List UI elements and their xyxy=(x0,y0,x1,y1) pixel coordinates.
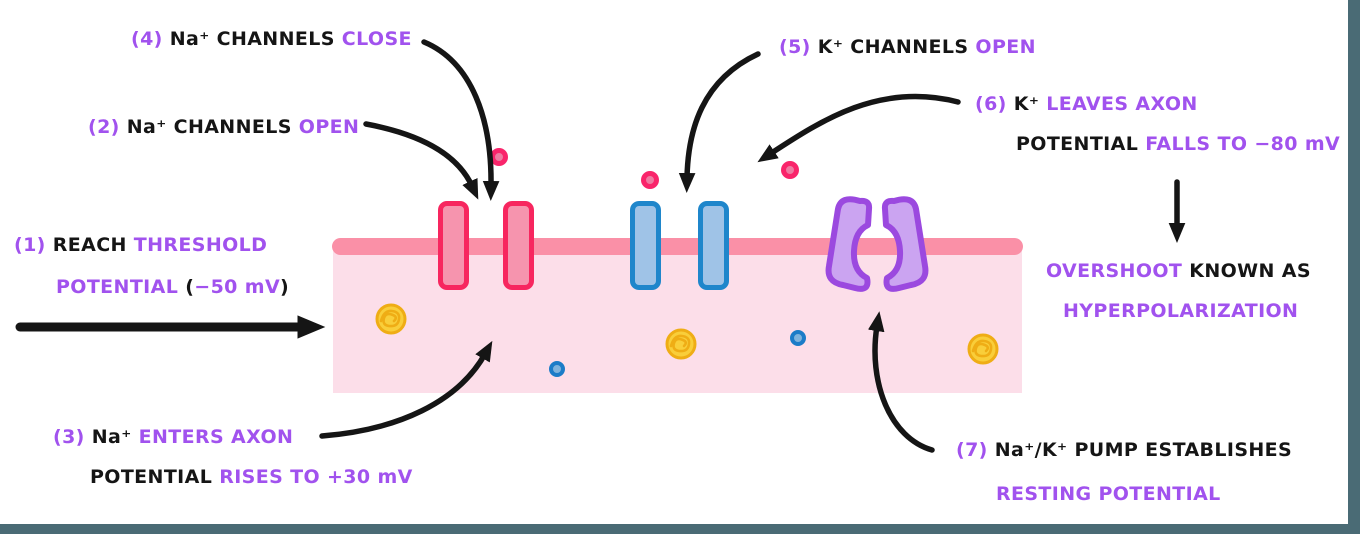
arrow-step6 xyxy=(757,93,961,163)
label-step6-line1: (6) K⁺ LEAVES AXON xyxy=(975,95,1198,114)
label-step7-line2: RESTING POTENTIAL xyxy=(996,485,1221,504)
label-step1-line2-highlight: POTENTIAL xyxy=(56,276,186,298)
label-step1-line1: (1) REACH THRESHOLD xyxy=(14,236,267,255)
label-step7-text: Na⁺/K⁺ PUMP ESTABLISHES xyxy=(994,439,1293,461)
label-step4: (4) Na⁺ CHANNELS CLOSE xyxy=(131,30,412,49)
label-step6-line2: POTENTIAL FALLS TO −80 mV xyxy=(1016,135,1340,154)
protein-icon xyxy=(375,303,407,335)
label-step4-number: (4) xyxy=(131,28,170,50)
arrow-step4 xyxy=(421,39,500,201)
label-step2-number: (2) xyxy=(88,116,127,138)
sodium-channel-icon xyxy=(503,201,534,290)
label-hyperpolarization: HYPERPOLARIZATION xyxy=(1063,300,1299,322)
label-overshoot-line1: OVERSHOOT KNOWN AS xyxy=(1046,262,1311,281)
potassium-channel-icon xyxy=(698,201,729,290)
label-step1-paren-close: ) xyxy=(280,276,290,298)
label-step1-text: REACH xyxy=(52,234,134,256)
label-step7-line1: (7) Na⁺/K⁺ PUMP ESTABLISHES xyxy=(956,441,1292,460)
protein-icon xyxy=(967,333,999,365)
label-step5: (5) K⁺ CHANNELS OPEN xyxy=(779,38,1036,57)
label-step6-line2-text: POTENTIAL xyxy=(1016,133,1146,155)
potassium-ion-icon xyxy=(549,361,565,377)
frame-bottom-edge xyxy=(0,524,1360,534)
label-step5-number: (5) xyxy=(779,36,818,58)
label-step1-number: (1) xyxy=(14,234,53,256)
label-step5-text: K⁺ CHANNELS xyxy=(817,36,976,58)
potassium-ion-icon xyxy=(790,330,806,346)
sodium-ion-icon xyxy=(641,171,659,189)
label-step7-number: (7) xyxy=(956,439,995,461)
label-step1-paren-open: ( xyxy=(185,276,195,298)
label-overshoot-line2: HYPERPOLARIZATION xyxy=(1063,302,1298,321)
label-step1-highlight: THRESHOLD xyxy=(133,234,268,256)
sodium-potassium-pump-icon xyxy=(825,196,929,292)
label-step6-number: (6) xyxy=(975,93,1014,115)
label-step3-highlight: ENTERS AXON xyxy=(138,426,294,448)
label-step1-voltage: −50 mV xyxy=(194,276,281,298)
protein-icon xyxy=(665,328,697,360)
label-step6-text: K⁺ xyxy=(1013,93,1047,115)
label-step3-number: (3) xyxy=(53,426,92,448)
label-step6-line2-highlight: FALLS TO −80 mV xyxy=(1145,133,1341,155)
label-step3-line2: POTENTIAL RISES TO +30 mV xyxy=(90,468,413,487)
sodium-ion-icon xyxy=(490,148,508,166)
label-step1-line2: POTENTIAL (−50 mV) xyxy=(56,278,289,297)
label-overshoot-text: KNOWN AS xyxy=(1189,260,1311,282)
label-step3-line2-highlight: RISES TO +30 mV xyxy=(219,466,413,488)
label-step4-text: Na⁺ CHANNELS xyxy=(169,28,342,50)
label-step2-highlight: OPEN xyxy=(298,116,360,138)
label-step6-highlight: LEAVES AXON xyxy=(1046,93,1198,115)
sodium-channel-icon xyxy=(438,201,469,290)
label-step3-line2-text: POTENTIAL xyxy=(90,466,220,488)
label-resting-potential: RESTING POTENTIAL xyxy=(996,483,1221,505)
label-step5-highlight: OPEN xyxy=(975,36,1036,58)
label-step2-text: Na⁺ CHANNELS xyxy=(126,116,299,138)
label-step3-line1: (3) Na⁺ ENTERS AXON xyxy=(53,428,293,447)
potassium-channel-icon xyxy=(630,201,661,290)
label-step2: (2) Na⁺ CHANNELS OPEN xyxy=(88,118,359,137)
arrow-step5 xyxy=(678,51,761,193)
arrow-step2 xyxy=(363,121,479,200)
frame-right-edge xyxy=(1348,0,1360,534)
label-overshoot-highlight: OVERSHOOT xyxy=(1046,260,1190,282)
label-step4-highlight: CLOSE xyxy=(341,28,412,50)
sodium-ion-icon xyxy=(781,161,799,179)
label-step3-text: Na⁺ xyxy=(91,426,139,448)
